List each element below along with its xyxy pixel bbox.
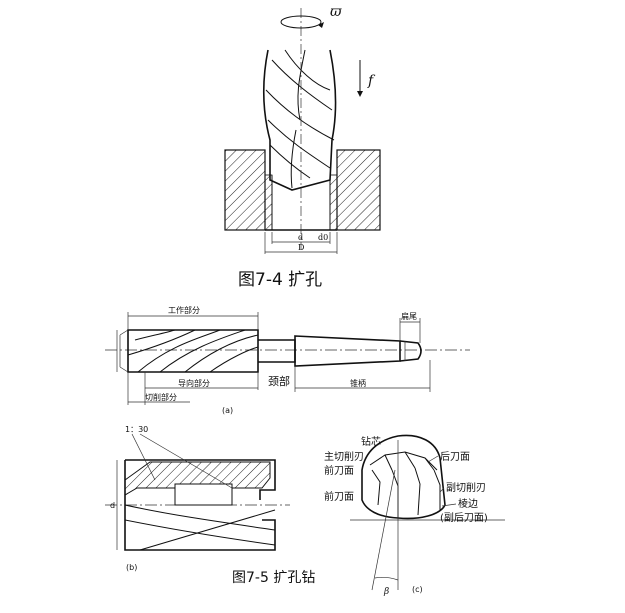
label-rake-face-2: 前刀面 — [324, 490, 354, 503]
dim-d: d — [298, 233, 303, 242]
label-flat-tail: 扁尾 — [401, 311, 417, 321]
figure-7-4: ϖ f d d0 D 图7-4 扩孔 — [224, 4, 381, 290]
dim-d0: d0 — [318, 233, 328, 242]
sub-label-c: (c) — [412, 585, 423, 594]
label-rake-face-1: 前刀面 — [324, 464, 354, 477]
label-neck: 颈部 — [268, 374, 290, 388]
label-main-edge: 主切削刃 — [324, 450, 364, 463]
counterbore-drill — [262, 49, 337, 191]
label-guide-part: 导向部分 — [178, 378, 210, 388]
caption-fig-7-5: 图7-5 扩孔钻 — [232, 570, 315, 586]
figure-7-5c: 钻芯 主切削刃 前刀面 前刀面 后刀面 副切削刃 棱边 (副后刀面) β (c) — [324, 434, 505, 597]
caption-fig-7-4: 图7-4 扩孔 — [238, 270, 322, 290]
label-work-part: 工作部分 — [168, 305, 200, 315]
drill-tip-outline — [361, 434, 446, 520]
label-minor-flank: (副后刀面) — [440, 512, 488, 524]
angle-beta: β — [383, 587, 389, 597]
label-flank-face: 后刀面 — [440, 451, 470, 463]
label-core: 钻芯 — [361, 435, 381, 448]
label-cutting-part: 切削部分 — [145, 392, 177, 402]
rotation-arrow — [280, 15, 322, 29]
feed-label: f — [367, 73, 376, 89]
label-taper-ratio: 1：30 — [125, 425, 148, 434]
figure-7-5b: 1：30 d (b) — [105, 425, 290, 572]
workpiece-left — [224, 149, 266, 231]
label-minor-edge: 副切削刃 — [446, 481, 486, 494]
sub-label-b: (b) — [126, 563, 137, 572]
label-land: 棱边 — [458, 497, 478, 510]
dim-d-b: d — [110, 501, 115, 510]
figure-7-5a: 工作部分 扁尾 导向部分 切削部分 颈部 锥柄 (a) — [105, 305, 470, 415]
omega-symbol: ϖ — [330, 4, 342, 20]
workpiece-right — [336, 149, 381, 231]
label-taper-shank: 锥柄 — [350, 378, 366, 388]
sub-label-a: (a) — [222, 406, 233, 415]
dim-D: D — [298, 243, 304, 252]
